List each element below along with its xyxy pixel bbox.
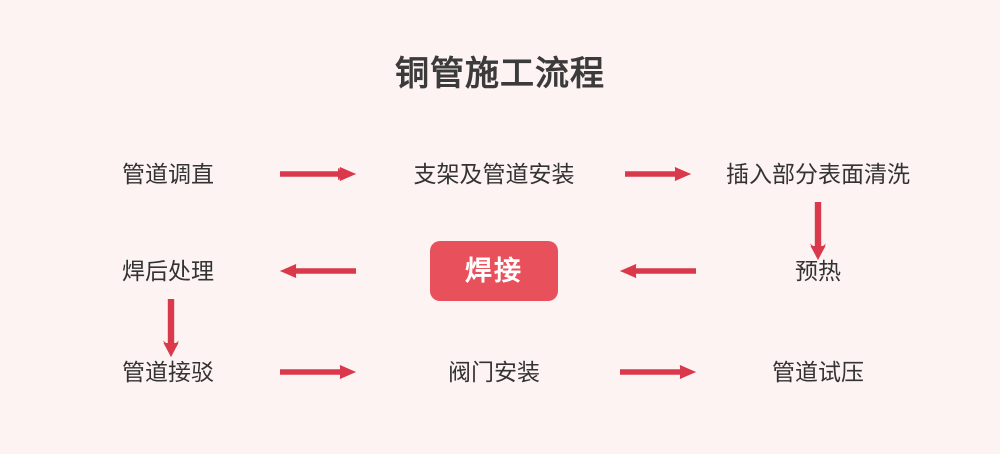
flow-node-preheat: 预热 <box>795 258 841 284</box>
arrow-left-icon <box>280 258 356 284</box>
arrow-right-icon <box>625 161 691 187</box>
flow-node-pipe-straightening: 管道调直 <box>122 161 214 187</box>
flow-node-bracket-pipe-install: 支架及管道安装 <box>413 161 575 187</box>
arrow-down-icon <box>805 202 831 260</box>
flow-node-post-weld-treatment: 焊后处理 <box>122 258 214 284</box>
arrow-right-icon <box>280 161 356 187</box>
arrow-down-icon <box>158 299 184 357</box>
arrow-left-icon <box>620 258 696 284</box>
flow-node-valve-install: 阀门安装 <box>448 359 540 385</box>
flow-node-welding-highlight: 焊接 <box>430 241 558 301</box>
arrow-right-icon <box>280 359 356 385</box>
page-title: 铜管施工流程 <box>395 55 605 93</box>
arrow-right-icon <box>620 359 696 385</box>
flow-node-insert-surface-cleaning: 插入部分表面清洗 <box>726 161 910 187</box>
flow-node-pipe-connection: 管道接驳 <box>122 359 214 385</box>
flow-node-pipe-pressure-test: 管道试压 <box>772 359 864 385</box>
